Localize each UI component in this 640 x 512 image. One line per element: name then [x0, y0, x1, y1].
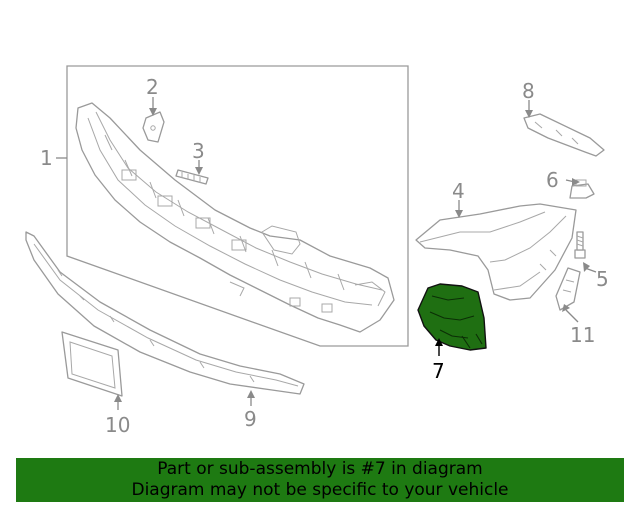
banner-line-1: Part or sub-assembly is #7 in diagram [157, 459, 483, 479]
small-trim-part[interactable] [555, 267, 581, 311]
callout-8: 8 [522, 79, 535, 103]
clip-part[interactable] [175, 169, 209, 185]
upper-bracket-part[interactable] [523, 113, 605, 157]
leader-lines [56, 97, 597, 410]
callout-1: 1 [40, 146, 53, 170]
plate-bracket-part[interactable] [61, 331, 123, 397]
nut-part[interactable] [569, 179, 595, 199]
bolt-part[interactable] [574, 231, 586, 259]
banner-line-2: Diagram may not be specific to your vehi… [131, 480, 509, 500]
callout-3: 3 [192, 139, 205, 163]
info-banner: Part or sub-assembly is #7 in diagram Di… [16, 458, 624, 502]
bracket-part[interactable] [142, 111, 165, 143]
lower-trim-part[interactable] [25, 231, 305, 395]
callout-9: 9 [244, 407, 257, 431]
callout-4: 4 [452, 179, 465, 203]
callout-6: 6 [546, 168, 559, 192]
bumper-beam-part[interactable] [75, 102, 395, 333]
side-cover-part[interactable] [415, 203, 577, 301]
callout-5: 5 [596, 267, 609, 291]
callout-11: 11 [570, 323, 595, 347]
callout-2: 2 [146, 75, 159, 99]
callout-7: 7 [432, 359, 445, 383]
callout-10: 10 [105, 413, 130, 437]
highlighted-bracket-part[interactable] [417, 283, 487, 351]
parts-diagram: 1 2 3 4 5 6 7 8 9 10 11 [25, 65, 609, 437]
